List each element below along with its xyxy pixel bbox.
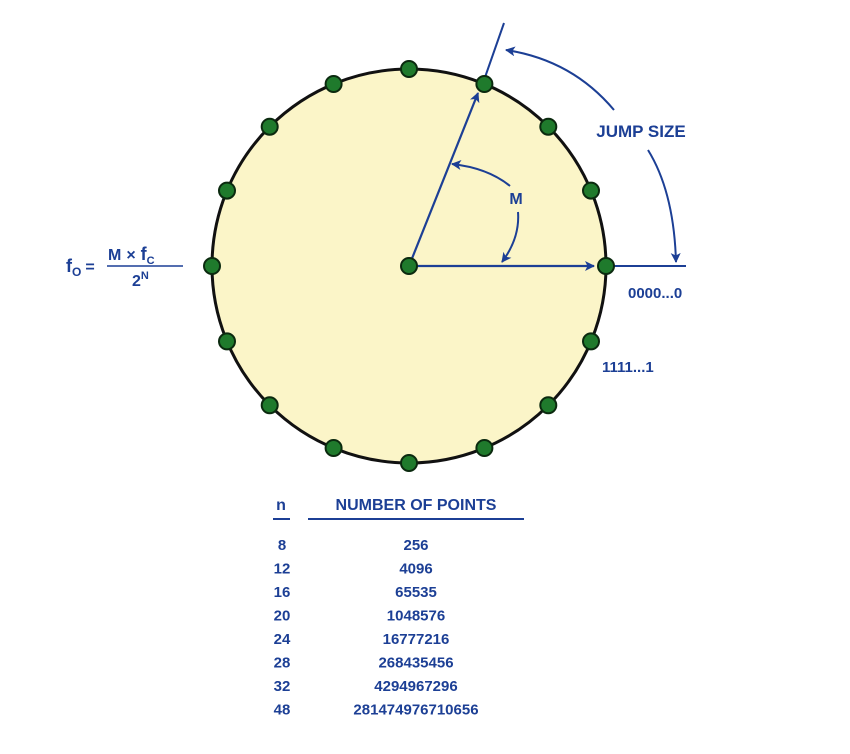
- output-frequency-formula: fO= M×fC 2N: [66, 244, 183, 290]
- phase-point: [582, 332, 600, 351]
- ones-phase-label: 1111...1: [602, 359, 654, 376]
- phase-point: [218, 181, 236, 200]
- m-label: M: [509, 191, 522, 208]
- jump-size-reference-line: [482, 22, 505, 84]
- table-cell-points: 4096: [399, 561, 432, 578]
- zero-phase-label: 0000...0: [628, 285, 682, 302]
- jump-size-label: JUMP SIZE: [596, 122, 685, 141]
- svg-text:2N: 2N: [132, 270, 149, 290]
- phase-point: [475, 75, 494, 93]
- table-cell-points: 4294967296: [374, 678, 457, 695]
- formula-numerator-times: ×: [126, 247, 135, 264]
- table-cell-n: 8: [278, 537, 286, 554]
- table-cell-points: 256: [403, 537, 428, 554]
- phase-point: [597, 257, 615, 275]
- m-angle-arc-upper: [451, 160, 511, 187]
- phase-point: [260, 396, 279, 415]
- table-cell-points: 1048576: [387, 608, 445, 625]
- points-table: 8 256 12 4096 16 65535 20 1048576 24 16777216 28 26…: [274, 537, 479, 719]
- phase-point: [582, 181, 600, 200]
- svg-text:fO=: fO =: [66, 256, 95, 279]
- center-point: [400, 257, 418, 275]
- formula-numerator-subscript: C: [147, 255, 155, 267]
- phase-vector-angled: [407, 92, 480, 267]
- phase-point: [475, 439, 494, 457]
- phase-points: [203, 60, 615, 472]
- table-cell-points: 16777216: [383, 631, 450, 648]
- jump-size-arc-lower: [647, 149, 681, 263]
- formula-numerator-f: f: [141, 244, 148, 264]
- phase-point: [400, 454, 418, 472]
- table-header-n: n: [276, 497, 286, 514]
- table-cell-n: 20: [274, 608, 291, 625]
- table-cell-n: 28: [274, 655, 291, 672]
- phase-point: [539, 117, 558, 136]
- phase-point: [539, 396, 558, 415]
- phase-point: [324, 439, 343, 457]
- phase-point: [260, 117, 279, 136]
- phase-point: [218, 332, 236, 351]
- table-cell-points: 281474976710656: [353, 702, 478, 719]
- phase-point: [400, 60, 418, 78]
- table-header-points: NUMBER OF POINTS: [336, 497, 497, 514]
- jump-size-arc-upper: [505, 46, 615, 111]
- table-cell-n: 24: [274, 631, 291, 648]
- table-cell-n: 12: [274, 561, 291, 578]
- formula-numerator-m: M: [108, 247, 121, 264]
- formula-denominator-superscript: N: [141, 270, 149, 282]
- m-angle-arc-lower: [501, 211, 520, 263]
- svg-text:M×fC: M × fC: [108, 244, 155, 267]
- table-cell-points: 65535: [395, 584, 437, 601]
- phase-point: [203, 257, 221, 275]
- formula-denominator-base: 2: [132, 273, 141, 290]
- table-cell-n: 48: [274, 702, 291, 719]
- table-cell-points: 268435456: [378, 655, 453, 672]
- formula-equals: =: [85, 259, 94, 276]
- table-cell-n: 16: [274, 584, 291, 601]
- phase-point: [324, 75, 343, 93]
- formula-lhs-subscript: O: [72, 265, 81, 279]
- formula-lhs-base: f: [66, 256, 73, 276]
- table-cell-n: 32: [274, 678, 291, 695]
